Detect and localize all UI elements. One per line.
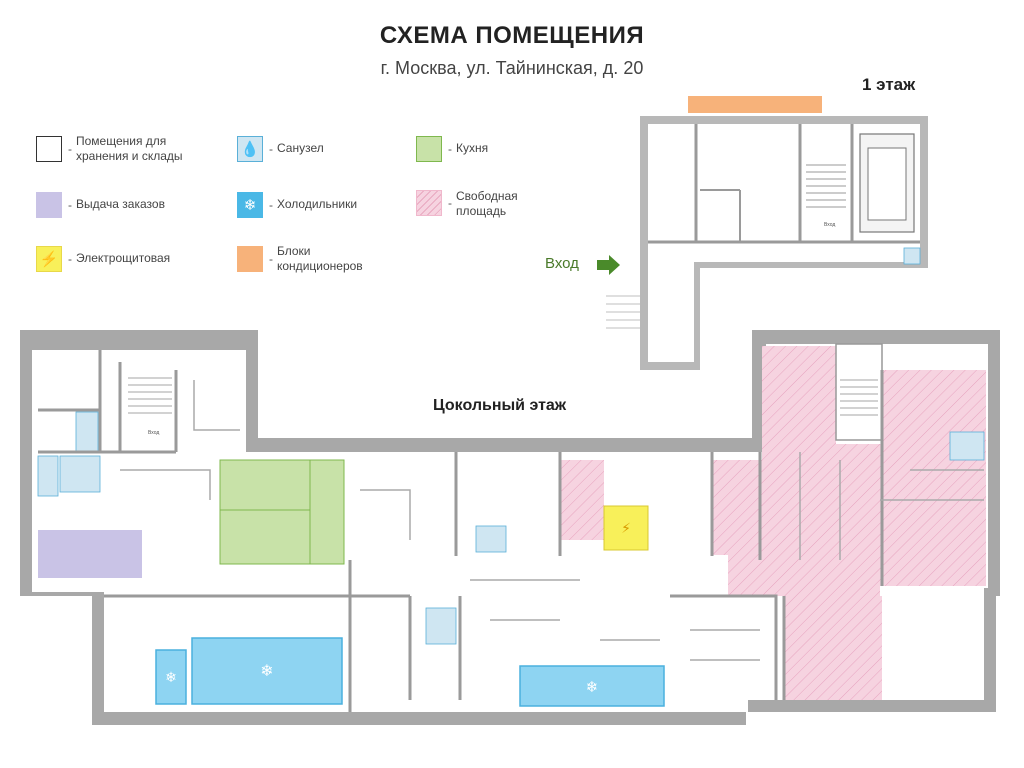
lightning-icon: ⚡ [39, 250, 59, 268]
legend-electrical-label: Электрощитовая [76, 251, 171, 265]
bathroom [37, 455, 59, 497]
free-area [712, 346, 986, 700]
legend-ac-units-label: Блоки кондиционеров [277, 244, 363, 273]
kitchen-area [219, 459, 345, 565]
bathroom [59, 455, 101, 493]
basement-label: Цокольный этаж [433, 397, 567, 414]
legend-storage: - Помещения для хранения и склады [36, 134, 206, 164]
entrance-arrow-icon [597, 255, 620, 275]
bathroom [475, 525, 507, 553]
legend-kitchen: - Кухня [416, 136, 488, 162]
fridges-swatch: ❄ [237, 192, 263, 218]
legend-fridges-label: Холодильники [277, 197, 358, 211]
bathroom [75, 411, 99, 453]
legend-free-area-label: Свободная площадь [456, 189, 518, 218]
legend-electrical: ⚡ - Электрощитовая [36, 246, 170, 272]
ac-units-block [688, 96, 822, 113]
legend-ac-units: - Блоки кондиционеров [237, 244, 397, 274]
orders-area [38, 530, 142, 578]
legend-free-area: - Свободная площадь [416, 189, 546, 219]
fridge-large [191, 637, 343, 705]
electrical-room [603, 505, 649, 551]
snowflake-icon: ❄ [165, 670, 177, 686]
fridge-medium [519, 665, 665, 707]
legend-orders: - Выдача заказов [36, 192, 165, 218]
bathroom-swatch: 💧 [237, 136, 263, 162]
first-floor-label: 1 этаж [862, 75, 916, 94]
water-drop-icon: 💧 [240, 140, 260, 158]
basement-entrance-room-label: Вход [148, 430, 160, 436]
electrical-swatch: ⚡ [36, 246, 62, 272]
legend-fridges: ❄ - Холодильники [237, 192, 357, 218]
free-area-swatch [416, 190, 442, 216]
first-floor-entrance-room-label: Вход [824, 222, 836, 228]
plan-address: г. Москва, ул. Тайнинская, д. 20 [380, 58, 644, 78]
legend-bathroom: 💧 - Санузел [237, 136, 324, 162]
legend-bathroom-label: Санузел [277, 141, 324, 155]
orders-swatch [36, 192, 62, 218]
bathroom [425, 607, 457, 645]
first-floor-plan [597, 96, 928, 370]
storage-swatch [36, 136, 62, 162]
snowflake-icon: ❄ [586, 678, 599, 696]
legend-kitchen-label: Кухня [456, 141, 489, 155]
bathroom [949, 431, 985, 461]
ac-units-swatch [237, 246, 263, 272]
plan-title: СХЕМА ПОМЕЩЕНИЯ [379, 22, 645, 49]
snowflake-icon: ❄ [243, 196, 257, 214]
lightning-icon: ⚡ [621, 521, 631, 537]
entrance-label: Вход [545, 255, 579, 272]
legend-orders-label: Выдача заказов [76, 197, 165, 211]
kitchen-swatch [416, 136, 442, 162]
legend-storage-label: Помещения для хранения и склады [76, 134, 183, 163]
fridge-small [155, 649, 187, 705]
snowflake-icon: ❄ [260, 661, 273, 680]
